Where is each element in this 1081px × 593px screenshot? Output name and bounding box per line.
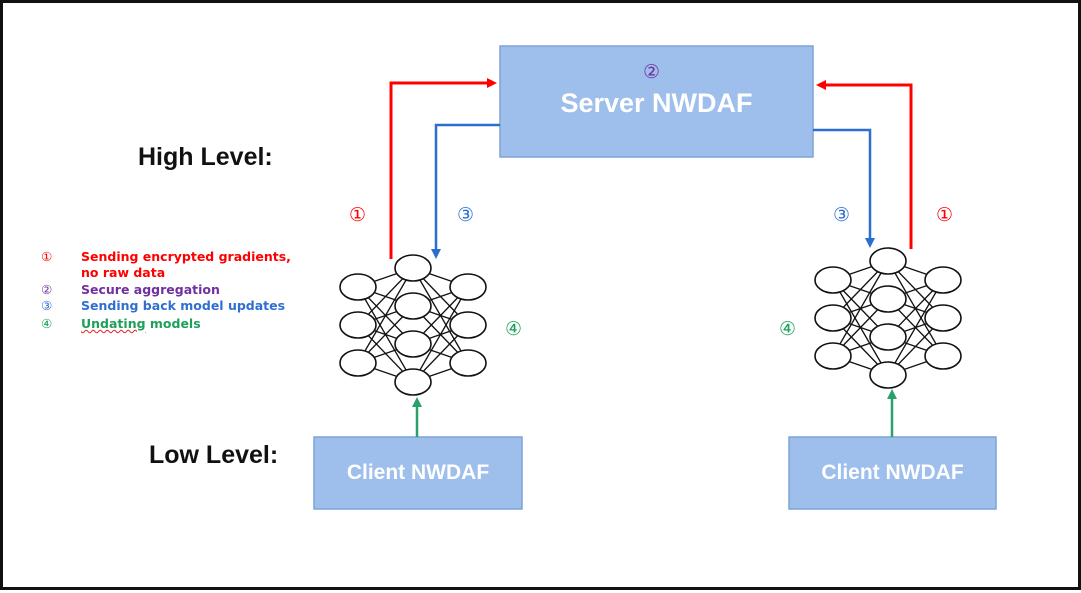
legend-item-4-text-b: models (145, 316, 201, 331)
nn-node (869, 361, 907, 389)
nn-edge (887, 279, 944, 376)
server-nwdaf-label: Server NWDAF (560, 88, 753, 118)
client-nwdaf-label-right: Client NWDAF (821, 461, 964, 484)
server-nwdaf-box (499, 45, 814, 158)
nn-node (869, 323, 907, 351)
nn-node (394, 292, 432, 320)
legend-item-1-continued: no raw data (81, 265, 165, 280)
nn-node (449, 273, 487, 301)
nn-node (814, 304, 852, 332)
nn-node (394, 368, 432, 396)
legend-item-3-text: Sending back model updates (81, 298, 286, 313)
nn-node (924, 304, 962, 332)
arrow-gradients-left (389, 78, 497, 259)
step-one-right: ① (936, 204, 954, 226)
nn-node (814, 266, 852, 294)
nn-node (924, 342, 962, 370)
legend-item-2: ② Secure aggregation (41, 282, 220, 297)
nn-node (339, 349, 377, 377)
nn-edge (412, 286, 469, 383)
client-nwdaf-label-left: Client NWDAF (346, 461, 490, 484)
legend-item-4-text-a: Undating (81, 316, 146, 331)
step-three-right: ③ (833, 204, 851, 226)
diagram-canvas (313, 45, 997, 510)
server-step-number: ② (643, 61, 661, 83)
legend-item-2-number: ② (41, 282, 53, 297)
high-level-label: High Level: (138, 143, 273, 171)
nn-node (869, 285, 907, 313)
step-four-right: ④ (779, 318, 797, 340)
step-three-left: ③ (457, 204, 475, 226)
nn-node (449, 311, 487, 339)
step-one-left: ① (349, 204, 367, 226)
nn-node (339, 273, 377, 301)
legend-item-3-number: ③ (41, 298, 53, 313)
neural-network-left-icon (339, 254, 487, 396)
low-level-label: Low Level: (149, 441, 279, 469)
arrow-updates-right (813, 128, 875, 248)
nn-node (339, 311, 377, 339)
arrow-gradients-right (816, 80, 913, 249)
legend-item-2-text: Secure aggregation (81, 282, 220, 297)
nn-node (869, 247, 907, 275)
legend-item-3: ③ Sending back model updates (41, 298, 285, 313)
nn-edge (357, 267, 414, 364)
nn-node (924, 266, 962, 294)
legend-item-1-number: ① (41, 249, 53, 264)
nn-node (449, 349, 487, 377)
nn-edge (832, 260, 889, 357)
legend-item-1-text2: no raw data (81, 265, 166, 280)
nn-node (394, 254, 432, 282)
legend-item-4-number: ④ (41, 316, 53, 331)
nn-node (394, 330, 432, 358)
legend-item-4: ④ Undating models (41, 316, 201, 331)
step-four-left: ④ (505, 318, 523, 340)
neural-network-right-icon (814, 247, 962, 389)
arrow-updates-left (431, 123, 500, 259)
nn-node (814, 342, 852, 370)
client-nwdaf-box-left (313, 436, 523, 510)
legend-item-1: ① Sending encrypted gradients, (41, 249, 291, 264)
legend-item-1-text: Sending encrypted gradients, (81, 249, 291, 264)
